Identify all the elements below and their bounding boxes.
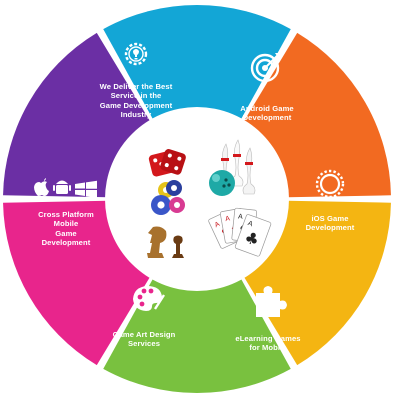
platform-logos-icon: [34, 178, 97, 198]
svg-text:♣: ♣: [242, 227, 262, 250]
svg-text:A: A: [214, 221, 221, 229]
segment-label-ios: iOS Game Development: [305, 214, 355, 233]
svg-text:A: A: [238, 213, 244, 220]
center-circle: [105, 107, 289, 291]
segment-label-elearning: eLearning Games for Mobile: [235, 334, 301, 353]
segment-label-cross: Cross Platform Mobile Game Development: [38, 210, 94, 248]
segment-label-service: We Deliver the Best Service in the Game …: [99, 82, 173, 120]
palette-icon: [133, 286, 165, 311]
segment-label-android: Android Game Development: [240, 104, 294, 123]
svg-text:A: A: [225, 215, 231, 223]
segment-service: [103, 4, 291, 199]
sun-gear-icon: [315, 169, 345, 199]
playing-cards-icon: A ♥ A ♦ A ♠ A ♣: [208, 207, 272, 257]
segment-label-art: Game Art Design Services: [112, 330, 176, 349]
dice-icon: [148, 149, 186, 177]
puzzle-icon: [256, 286, 287, 317]
billiard-balls-icon: [151, 180, 185, 215]
svg-text:A: A: [247, 220, 254, 228]
target-arrow-icon: [250, 53, 280, 83]
gear-bulb-icon: [124, 42, 148, 66]
chess-pieces-icon: [147, 226, 184, 258]
segment-elearning: [103, 199, 291, 394]
bowling-icon: [209, 139, 256, 196]
